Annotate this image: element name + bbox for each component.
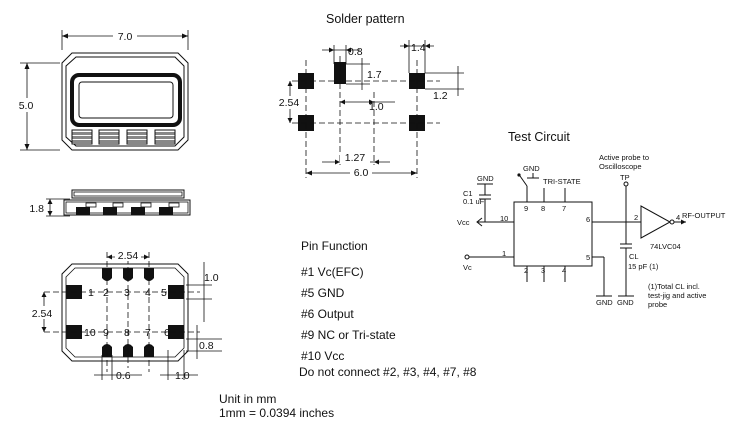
package-side-view: 1.8 bbox=[29, 189, 191, 217]
pin-function-title: Pin Function bbox=[301, 239, 368, 253]
side-height-dim: 1.8 bbox=[29, 203, 44, 215]
pin-num: 1 bbox=[502, 249, 506, 258]
test-point-icon bbox=[623, 181, 629, 187]
castellation-pad bbox=[71, 129, 93, 145]
solder-dim-1-4: 1.4 bbox=[411, 42, 426, 54]
solder-dim-0-8: 0.8 bbox=[348, 46, 363, 58]
vcc-label: Vcc bbox=[457, 218, 470, 227]
pin-num: 4 bbox=[562, 266, 566, 275]
pin-num: 7 bbox=[562, 204, 566, 213]
unit-note: Unit in mm 1mm = 0.0394 inches bbox=[219, 392, 334, 420]
package-top-view: 7.0 5.0 bbox=[14, 29, 189, 151]
pin-label: 2 bbox=[103, 287, 109, 299]
solder-dim-1-2: 1.2 bbox=[433, 90, 448, 102]
unit-line-1: Unit in mm bbox=[219, 392, 276, 406]
cl-label: CL bbox=[629, 252, 639, 261]
tri-state-label: TRI-STATE bbox=[543, 177, 581, 186]
vc-label: Vc bbox=[463, 263, 472, 272]
gnd-label: GND bbox=[596, 298, 613, 307]
probe-line-1: Active probe to bbox=[599, 153, 649, 162]
cl-note-1: (1)Total CL incl. bbox=[648, 282, 700, 291]
cl-note-2: test-jig and active bbox=[648, 291, 706, 300]
c1-value: 0.1 uF bbox=[463, 197, 485, 206]
pin-function-item: #1 Vc(EFC) bbox=[301, 265, 364, 279]
pin-num: 2 bbox=[634, 213, 638, 222]
dut-box bbox=[513, 201, 593, 267]
solder-pattern: Solder pattern 0.8 1.4 1.7 1. bbox=[276, 12, 464, 179]
pin-label: 3 bbox=[124, 287, 130, 299]
pin-num: 3 bbox=[541, 266, 545, 275]
pin-num: 6 bbox=[586, 215, 590, 224]
c1-label: C1 bbox=[463, 189, 473, 198]
solder-dim-1-27: 1.27 bbox=[345, 152, 366, 164]
pin-num: 10 bbox=[500, 214, 508, 223]
solder-dim-6-0: 6.0 bbox=[354, 167, 369, 179]
solder-dim-1-0: 1.0 bbox=[369, 101, 384, 113]
top-width-dim: 7.0 bbox=[118, 31, 133, 43]
pin-label: 7 bbox=[145, 327, 151, 339]
solder-dim-2-54: 2.54 bbox=[279, 97, 300, 109]
rf-output-label: RF-OUTPUT bbox=[682, 211, 726, 220]
bottom-pad-h-dim: 1.0 bbox=[204, 272, 219, 284]
top-castellations bbox=[71, 129, 176, 145]
bottom-edge-h-dim: 0.8 bbox=[199, 340, 214, 352]
package-top-outline bbox=[61, 52, 189, 151]
do-not-connect-note: Do not connect #2, #3, #4, #7, #8 bbox=[299, 365, 477, 379]
buffer-icon bbox=[640, 205, 672, 239]
pin-function: Pin Function #1 Vc(EFC) #5 GND #6 Output… bbox=[299, 239, 477, 379]
pin-num: 4 bbox=[676, 213, 680, 222]
gnd-label: GND bbox=[523, 164, 540, 173]
castellation-pad bbox=[98, 129, 120, 145]
castellation-pad bbox=[154, 129, 176, 145]
bottom-vpitch-dim: 2.54 bbox=[32, 308, 53, 320]
pin-label: 1 bbox=[88, 287, 94, 299]
gnd-label: GND bbox=[477, 174, 494, 183]
cl-value: 15 pF (1) bbox=[628, 262, 659, 271]
test-circuit: Test Circuit 9 8 7 GND TRI-STATE GND C1 … bbox=[457, 130, 726, 309]
solder-dim-1-7: 1.7 bbox=[367, 69, 382, 81]
package-lid-window bbox=[78, 81, 174, 119]
test-circuit-title: Test Circuit bbox=[508, 130, 570, 144]
pin-num: 5 bbox=[586, 253, 590, 262]
pin-label: 10 bbox=[84, 327, 96, 339]
pin-label: 6 bbox=[164, 327, 170, 339]
pin-function-item: #5 GND bbox=[301, 286, 345, 300]
bottom-pitch-dim: 2.54 bbox=[118, 250, 139, 262]
pin-function-item: #10 Vcc bbox=[301, 349, 344, 363]
package-lid bbox=[70, 73, 182, 127]
top-height-dim: 5.0 bbox=[19, 100, 34, 112]
solder-pattern-title: Solder pattern bbox=[326, 12, 405, 26]
pin-num: 9 bbox=[524, 204, 528, 213]
pin-function-item: #6 Output bbox=[301, 307, 354, 321]
pin-function-item: #9 NC or Tri-state bbox=[301, 328, 396, 342]
unit-line-2: 1mm = 0.0394 inches bbox=[219, 406, 334, 420]
cl-note-3: probe bbox=[648, 300, 667, 309]
gnd-label: GND bbox=[617, 298, 634, 307]
bottom-pad-w-dim: 0.6 bbox=[116, 370, 131, 382]
probe-line-2: Oscilloscope bbox=[599, 162, 642, 171]
bottom-edge-w-dim: 1.0 bbox=[175, 370, 190, 382]
tp-label: TP bbox=[620, 173, 630, 182]
castellation-pad bbox=[126, 129, 148, 145]
pin-num: 2 bbox=[524, 266, 528, 275]
solder-pad bbox=[334, 62, 346, 84]
package-bottom-view: 1 2 3 4 5 6 7 8 9 10 2.54 2.54 1.0 0.8 0… bbox=[30, 249, 222, 382]
ic-label: 74LVC04 bbox=[650, 242, 681, 251]
package-top-inner-outline bbox=[65, 56, 185, 147]
pin-label: 4 bbox=[145, 287, 151, 299]
package-bottom-outline bbox=[61, 263, 189, 362]
pin-label: 5 bbox=[161, 287, 167, 299]
pin-label: 9 bbox=[103, 327, 109, 339]
pin-num: 8 bbox=[541, 204, 545, 213]
pin-label: 8 bbox=[124, 327, 130, 339]
